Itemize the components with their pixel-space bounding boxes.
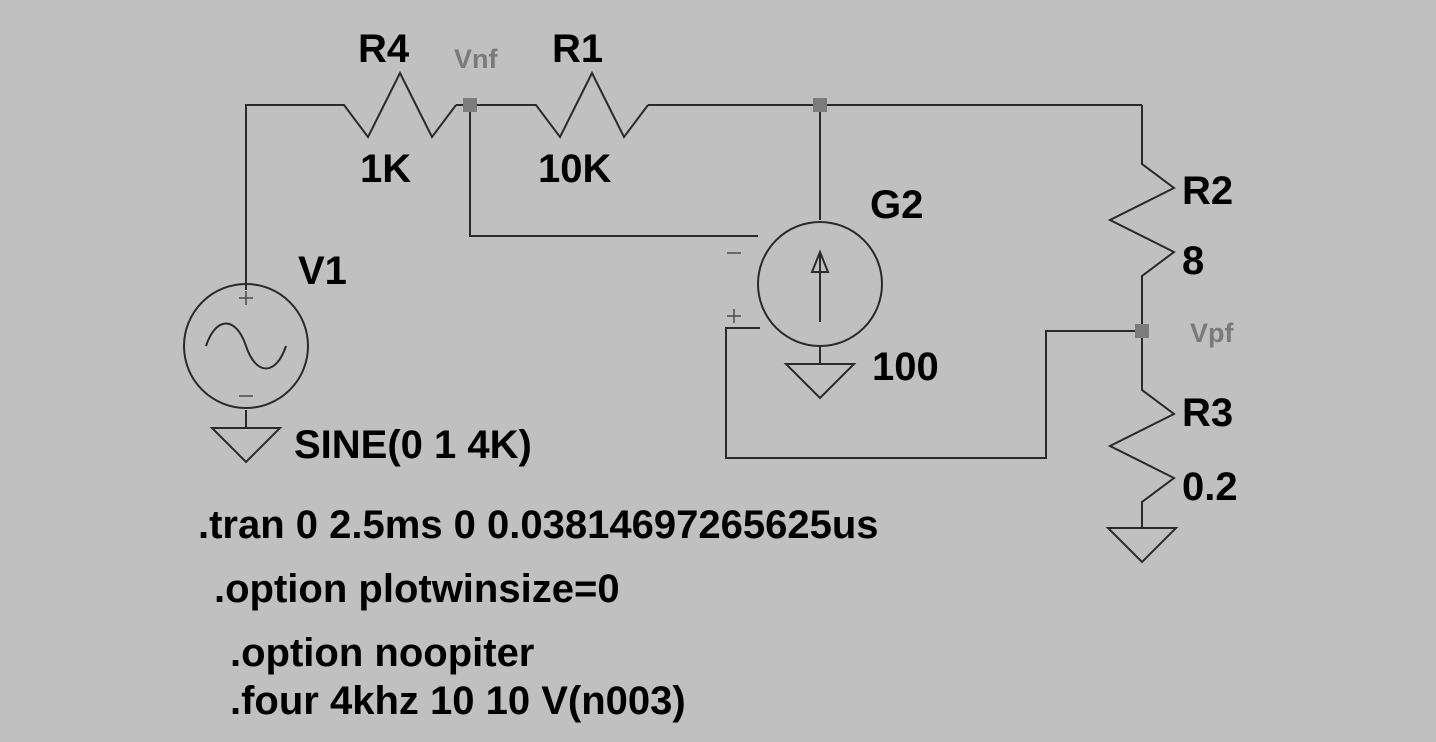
v1-body (183, 283, 309, 409)
r3-value-label: 0.2 (1182, 465, 1238, 509)
resistor-r2[interactable]: R2 8 (1107, 152, 1233, 288)
spice-directives: .tran 0 2.5ms 0 0.03814697265625us .opti… (198, 503, 879, 723)
v1-value-label: SINE(0 1 4K) (294, 423, 532, 467)
r2-value-label: 8 (1182, 239, 1204, 283)
junction-vpf[interactable] (1135, 324, 1149, 338)
voltage-source-v1[interactable]: V1 SINE(0 1 4K) (183, 249, 532, 467)
resistor-r4[interactable]: R4 1K (324, 27, 457, 191)
wire-g2-pos-to-vpf[interactable] (725, 327, 1142, 459)
v1-ref-label: V1 (298, 249, 347, 293)
resistor-r4-icon (324, 70, 457, 139)
g2-ref-label: G2 (870, 183, 923, 227)
current-source-g2[interactable]: G2 100 (727, 183, 939, 389)
directive-four[interactable]: .four 4khz 10 10 V(n003) (230, 679, 686, 723)
r3-ref-label: R3 (1182, 391, 1233, 435)
r4-ref-label: R4 (358, 27, 410, 71)
wire-vnf-to-g2-neg[interactable] (469, 105, 758, 237)
ground-r3[interactable] (1105, 527, 1179, 564)
ground-icon (783, 363, 857, 400)
resistor-r1[interactable]: R1 10K (516, 27, 649, 191)
net-label-vpf[interactable]: Vpf (1190, 318, 1235, 348)
ground-v1[interactable] (209, 427, 283, 464)
ground-g2[interactable] (783, 363, 857, 400)
sine-source-icon (205, 322, 287, 370)
resistor-r2-icon (1107, 152, 1176, 288)
directive-option-plotwinsize[interactable]: .option plotwinsize=0 (214, 567, 620, 611)
junction-vnf[interactable] (463, 98, 477, 112)
junction-top[interactable] (813, 98, 827, 112)
directive-option-noopiter[interactable]: .option noopiter (230, 631, 534, 675)
net-label-vnf[interactable]: Vnf (454, 44, 499, 74)
wires (245, 104, 1143, 528)
g2-value-label: 100 (872, 345, 939, 389)
ground-icon (209, 427, 283, 464)
r2-ref-label: R2 (1182, 169, 1233, 213)
r1-ref-label: R1 (552, 27, 603, 71)
r4-value-label: 1K (360, 147, 411, 191)
resistor-r3-icon (1107, 378, 1176, 510)
resistor-r1-icon (516, 70, 649, 139)
wire-v1-to-r4[interactable] (245, 104, 324, 290)
ground-icon (1105, 527, 1179, 564)
r1-value-label: 10K (538, 147, 611, 191)
junctions (463, 98, 1149, 338)
directive-tran[interactable]: .tran 0 2.5ms 0 0.03814697265625us (198, 503, 879, 547)
resistor-r3[interactable]: R3 0.2 (1107, 378, 1238, 510)
